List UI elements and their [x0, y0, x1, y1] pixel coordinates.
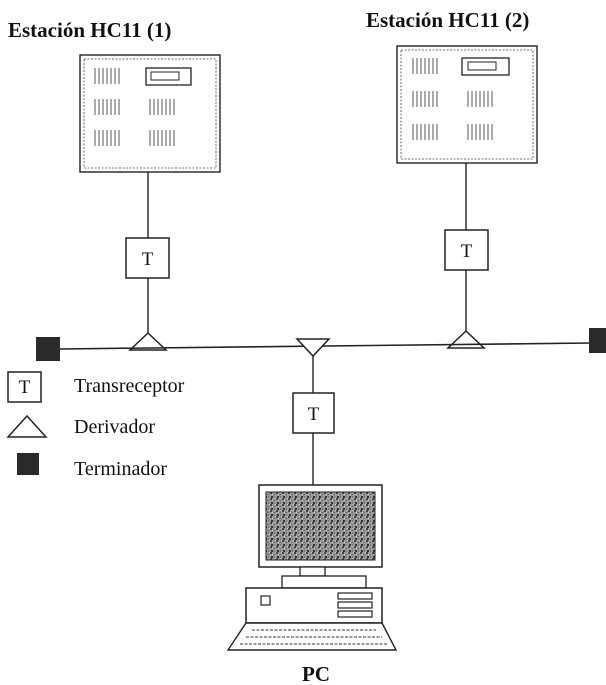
pc-tap-icon — [295, 338, 331, 358]
legend-item-tap: Derivador — [6, 414, 155, 438]
terminator-left-icon — [36, 337, 60, 361]
station-2: Estación HC11 (2) T — [366, 8, 538, 349]
terminator-icon — [17, 453, 39, 475]
pc-branch: T — [226, 338, 398, 685]
legend-transceiver-label: Transreceptor — [74, 375, 185, 397]
station-2-title: Estación HC11 (2) — [366, 8, 529, 32]
pc-transceiver: T — [292, 392, 335, 434]
terminator-right-icon — [589, 328, 606, 353]
legend: T Transreceptor Derivador Terminador — [6, 371, 185, 480]
station-2-transceiver-letter: T — [461, 241, 473, 262]
tap-icon — [6, 414, 48, 438]
legend-terminator-label: Terminador — [74, 458, 167, 480]
legend-item-terminator: Terminador — [17, 453, 167, 480]
station-2-tap-icon — [446, 329, 486, 349]
station-1-tap-icon — [128, 331, 168, 351]
legend-tap-label: Derivador — [74, 416, 155, 438]
bus-line — [36, 328, 606, 361]
pc-computer-icon — [226, 484, 398, 651]
legend-item-transceiver: T Transreceptor — [7, 371, 185, 403]
pc-transceiver-letter: T — [308, 404, 320, 425]
station-1: Estación HC11 (1) T — [8, 18, 221, 351]
pc-label: PC — [302, 662, 330, 685]
station-1-transceiver-letter: T — [142, 249, 154, 270]
transceiver-icon — [7, 371, 42, 403]
station-1-title: Estación HC11 (1) — [8, 18, 171, 42]
station-2-rack-icon — [396, 45, 538, 164]
station-1-rack-icon — [79, 54, 221, 173]
legend-transceiver-letter: T — [19, 377, 31, 398]
station-1-transceiver: T — [125, 237, 170, 279]
station-2-transceiver: T — [444, 229, 489, 271]
